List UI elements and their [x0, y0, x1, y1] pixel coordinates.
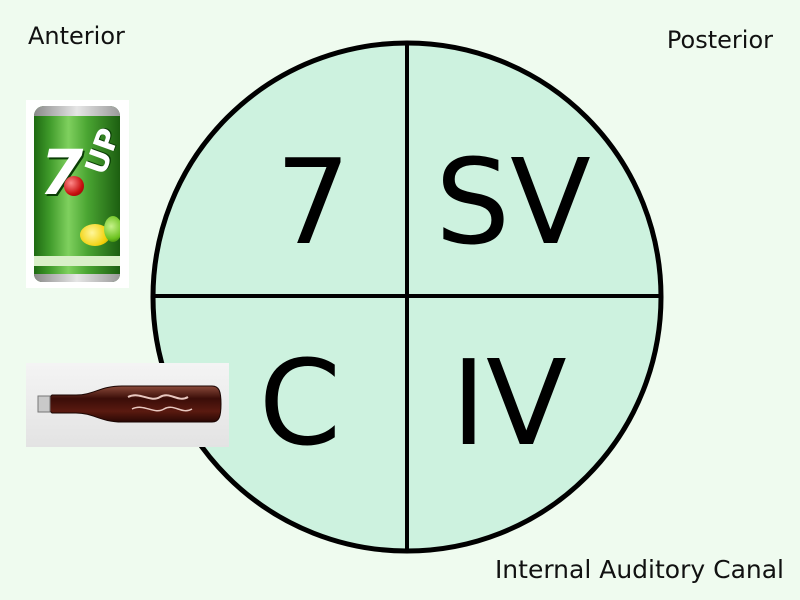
7up-can-image: 7 UP [26, 100, 129, 288]
internal-auditory-canal-label: Internal Auditory Canal [494, 555, 784, 584]
quadrant-superior-vestibular-nerve: SV [435, 133, 591, 271]
can-logo-seven: 7 [34, 136, 91, 209]
can-stripe [34, 256, 120, 266]
can-logo-up: UP [78, 123, 120, 180]
bottle-icon [37, 385, 222, 423]
can-base [34, 274, 120, 282]
quadrant-inferior-vestibular-nerve: IV [451, 334, 567, 472]
quadrant-facial-nerve: 7 [275, 133, 350, 271]
can-lid [34, 106, 120, 116]
lime-icon [104, 216, 120, 242]
posterior-label: Posterior [666, 26, 773, 54]
can-logo-red-dot [64, 176, 84, 196]
can-body: 7 UP [34, 106, 120, 282]
lemon-icon [80, 224, 110, 246]
quadrant-cochlear-nerve: C [259, 334, 341, 472]
anterior-label: Anterior [28, 22, 125, 50]
coca-cola-bottle-image [26, 363, 229, 447]
